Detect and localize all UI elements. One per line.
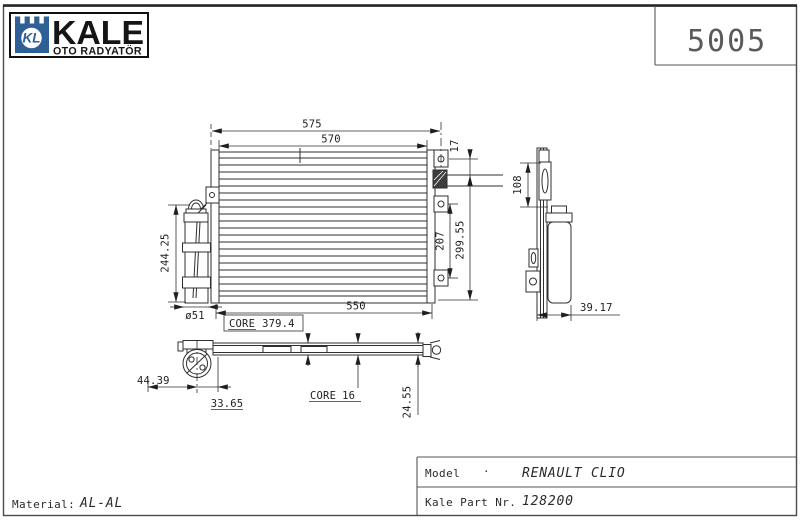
model-separator: · — [483, 465, 490, 478]
material-value: AL-AL — [79, 496, 123, 511]
model-value: RENAULT CLIO — [522, 466, 626, 481]
model-label: Model — [425, 467, 460, 480]
brand-logo: KL KALE OTO RADYATÖR — [9, 12, 149, 58]
core-fins — [219, 164, 427, 292]
dim-side-bracket-offset: 108 — [512, 175, 524, 195]
dim-front-width-inner: 570 — [321, 134, 341, 146]
receiver-drier-side — [545, 205, 573, 304]
brand-name: KALE — [52, 14, 144, 51]
side-dimensions: 108 39.17 — [512, 162, 620, 321]
page-border — [2, 4, 798, 517]
title-block: Model · RENAULT CLIO Kale Part Nr. 12820… — [12, 456, 797, 516]
inlet-pipe — [197, 186, 220, 214]
core-front-value: 379.4 — [262, 318, 295, 330]
bottom-dimensions: 44.39 33.65 CORE 16 24.55 — [137, 332, 421, 419]
dim-front-total-height: 299.55 — [455, 220, 467, 259]
dim-bottom-total-depth: 24.55 — [402, 386, 414, 419]
front-dimensions: 575 570 17 299.55 207 244.25 ø51 550 — [160, 119, 478, 332]
dim-drier-diameter: ø51 — [185, 310, 205, 322]
receiver-drier-front — [182, 199, 211, 304]
material-label: Material: — [12, 498, 75, 511]
dim-bottom-drier-offset: 44.39 — [137, 375, 170, 387]
part-number-value: 128200 — [522, 494, 574, 509]
dim-front-bracket-span: 207 — [435, 231, 447, 251]
logo-monogram: KL — [23, 31, 41, 46]
part-number-label: Kale Part Nr. — [425, 496, 516, 509]
dim-side-depth: 39.17 — [580, 302, 613, 314]
core-bottom-value: 16 — [342, 390, 355, 402]
dim-front-top-offset: 17 — [449, 139, 461, 152]
kale-castle-icon: KL — [15, 16, 49, 53]
drawing-number: 5005 — [687, 24, 767, 59]
dim-front-width-overall: 575 — [302, 119, 322, 131]
drawing-number-box: 5005 — [654, 6, 797, 66]
core-width-callout: CORE 379.4 — [223, 314, 304, 332]
drier-top-view — [177, 340, 214, 393]
dim-drier-height: 244.25 — [160, 233, 172, 272]
condenser-front-view — [182, 122, 503, 304]
condenser-bottom-view — [177, 340, 442, 393]
dim-bottom-fitting-offset: 33.65 — [211, 398, 244, 410]
core-bottom-label: CORE — [310, 390, 336, 402]
right-brackets — [432, 122, 503, 287]
condenser-side-view — [525, 147, 573, 319]
dim-front-width-bottom: 550 — [346, 301, 366, 313]
brand-tagline: OTO RADYATÖR — [53, 45, 142, 58]
right-fitting-top-view — [422, 340, 442, 360]
core-front-label: CORE — [229, 318, 255, 330]
